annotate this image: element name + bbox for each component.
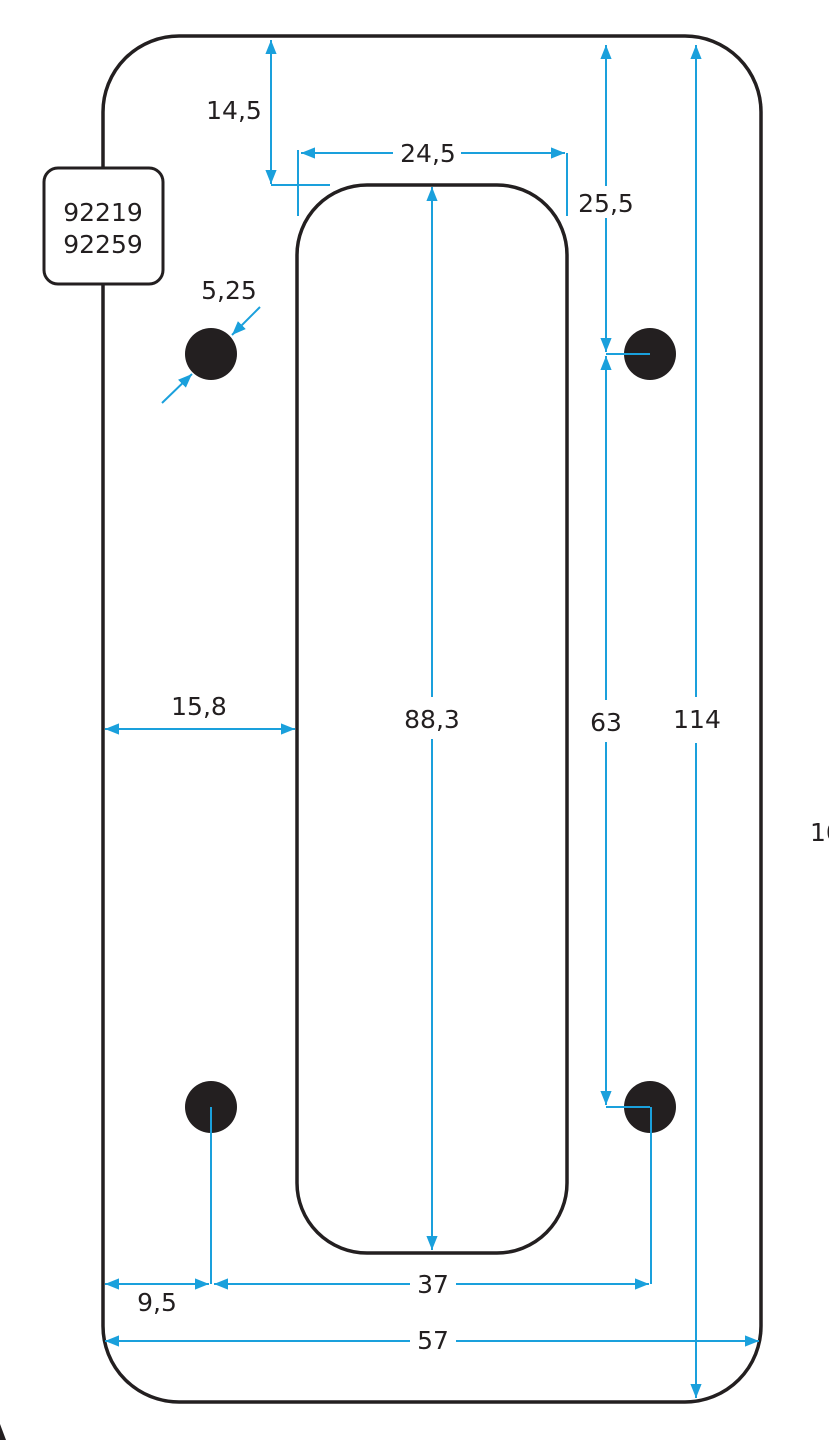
model-label: 92219 92259: [42, 166, 165, 286]
dim-total-height: 114: [670, 45, 724, 1398]
svg-text:15,8: 15,8: [171, 692, 227, 721]
svg-text:24,5: 24,5: [400, 139, 456, 168]
dim-slot-height: 88,3: [398, 187, 466, 1250]
svg-text:5,25: 5,25: [201, 276, 257, 305]
dim-top-to-hole: 25,5: [575, 45, 650, 355]
dim-top-to-slot: 14,5: [206, 40, 330, 186]
svg-text:37: 37: [417, 1270, 449, 1299]
plate-outline: [101, 34, 763, 1404]
dim-hole-spacing-horizontal: 37: [214, 1107, 652, 1300]
svg-text:25,5: 25,5: [578, 189, 634, 218]
svg-text:88,3: 88,3: [404, 705, 460, 734]
dim-total-width: 57: [105, 1323, 759, 1357]
cut-off-label: 10: [810, 818, 829, 847]
svg-text:63: 63: [590, 708, 622, 737]
svg-text:114: 114: [673, 705, 721, 734]
model-number-2: 92259: [63, 230, 143, 259]
model-number-1: 92219: [63, 198, 143, 227]
svg-text:57: 57: [417, 1326, 449, 1355]
slot-outline: [295, 183, 569, 1255]
dim-edge-to-slot: 15,8: [105, 692, 295, 735]
dim-hole-spacing-vertical: 63: [585, 356, 650, 1108]
svg-text:9,5: 9,5: [137, 1288, 177, 1317]
dim-edge-to-hole: 9,5: [105, 1107, 212, 1317]
dim-slot-width: 24,5: [297, 138, 568, 216]
cut-off-shape: [0, 1424, 6, 1440]
hole-top-left: [185, 328, 237, 380]
dim-hole-diameter: 5,25: [161, 276, 261, 404]
svg-text:14,5: 14,5: [206, 96, 262, 125]
